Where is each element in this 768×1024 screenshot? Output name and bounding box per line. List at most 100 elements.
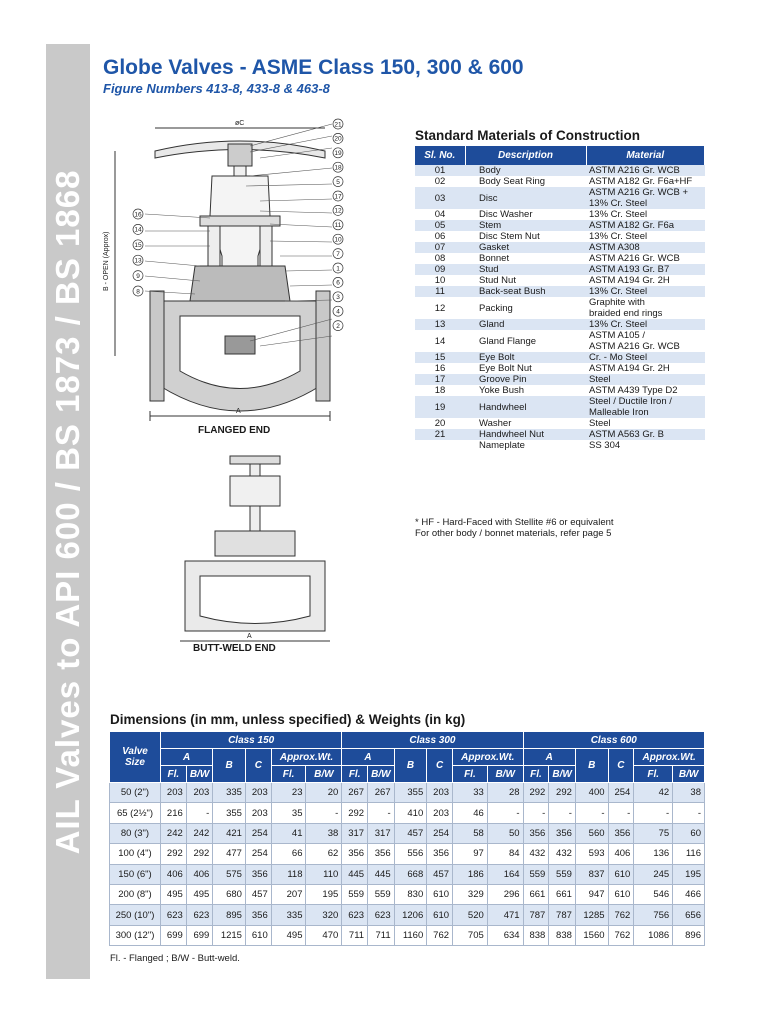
col-b: B <box>393 748 428 783</box>
value-cell: 267 <box>341 781 369 804</box>
callout-circle <box>332 133 344 144</box>
value-cell: - <box>574 802 609 824</box>
value-cell: 838 <box>548 924 576 947</box>
value-cell: 28 <box>486 781 524 804</box>
caption-flanged: FLANGED END <box>198 425 271 436</box>
value-cell: 623 <box>160 904 187 926</box>
callout-number: 18 <box>334 165 342 172</box>
value-cell: 830 <box>393 883 428 906</box>
material-cell: Cr. - Mo Steel <box>586 352 705 363</box>
callout-circle <box>332 320 344 331</box>
material-cell: ASTM A182 Gr. F6a+HF <box>586 176 705 187</box>
dimensions-table: Valve Size Class 150 Class 300 Class 600… <box>109 731 706 947</box>
material-cell: Steel <box>586 418 705 429</box>
col-a-fl: Fl. <box>341 765 369 783</box>
value-cell: 335 <box>212 781 246 804</box>
value-cell: 23 <box>270 781 307 804</box>
col-b: B <box>574 748 609 783</box>
value-cell: 575 <box>212 863 246 885</box>
value-cell: 254 <box>607 781 635 804</box>
material-cell: ASTM A194 Gr. 2H <box>586 363 705 374</box>
value-cell: 38 <box>672 781 705 804</box>
col-material: Material <box>586 146 705 165</box>
value-cell: 495 <box>185 883 214 906</box>
value-cell: 470 <box>305 924 343 947</box>
sl-no-cell: 12 <box>415 297 465 319</box>
value-cell: 421 <box>212 822 246 845</box>
sl-no-cell: 09 <box>415 264 465 275</box>
col-wt-fl: Fl. <box>270 765 307 783</box>
description-cell: Disc <box>465 187 586 209</box>
col-wt-bw: B/W <box>486 765 524 783</box>
materials-notes: * HF - Hard-Faced with Stellite #6 or eq… <box>415 517 614 539</box>
col-wt-fl: Fl. <box>633 765 674 783</box>
left-flange <box>149 290 165 402</box>
value-cell: 756 <box>633 904 674 926</box>
value-cell: 186 <box>452 863 488 885</box>
description-cell: Handwheel Nut <box>465 429 586 440</box>
callout-number: 2 <box>336 323 340 330</box>
callout-number: 5 <box>336 179 340 186</box>
value-cell: 495 <box>270 924 307 947</box>
description-cell: Gasket <box>465 242 586 253</box>
callout-circle <box>332 277 344 288</box>
valve-size-cell: 250 (10") <box>109 904 161 926</box>
value-cell: 356 <box>522 822 550 845</box>
sl-no-cell: 16 <box>415 363 465 374</box>
value-cell: 356 <box>367 843 395 865</box>
col-approx-wt: Approx.Wt. <box>452 748 524 766</box>
value-cell: 356 <box>244 863 272 885</box>
callout-number: 10 <box>334 237 342 244</box>
value-cell: 58 <box>452 822 488 845</box>
materials-heading: Standard Materials of Construction <box>415 128 641 143</box>
col-valve-size: Valve Size <box>109 731 161 783</box>
value-cell: 947 <box>574 883 609 906</box>
description-cell: Yoke Bush <box>465 385 586 396</box>
value-cell: 520 <box>452 904 488 926</box>
value-cell: 610 <box>607 863 635 885</box>
value-cell: 329 <box>452 883 488 906</box>
value-cell: 41 <box>270 822 307 845</box>
value-cell: 356 <box>607 822 635 845</box>
callout-number: 8 <box>136 288 140 295</box>
valve-drawing: øC A B - OPEN (Approx) A 212019185171211… <box>103 118 344 642</box>
valve-size-cell: 150 (6") <box>109 863 161 885</box>
value-cell: 610 <box>426 883 454 906</box>
value-cell: - <box>486 802 524 824</box>
value-cell: 787 <box>548 904 576 926</box>
col-b: B <box>212 748 246 783</box>
callout-number: 11 <box>335 222 342 229</box>
value-cell: 896 <box>672 924 705 947</box>
value-cell: 787 <box>522 904 550 926</box>
value-cell: 355 <box>393 781 428 804</box>
col-wt-bw: B/W <box>305 765 343 783</box>
value-cell: 1215 <box>212 924 246 947</box>
value-cell: 292 <box>522 781 550 804</box>
value-cell: 634 <box>486 924 524 947</box>
sl-no-cell: 20 <box>415 418 465 429</box>
sl-no-cell: 19 <box>415 396 465 418</box>
value-cell: 559 <box>367 883 395 906</box>
value-cell: 46 <box>452 802 488 824</box>
description-cell: Back-seat Bush <box>465 286 586 297</box>
value-cell: 164 <box>486 863 524 885</box>
value-cell: 60 <box>672 822 705 845</box>
value-cell: 623 <box>367 904 395 926</box>
callout-number: 12 <box>334 208 342 215</box>
value-cell: 593 <box>574 843 609 865</box>
value-cell: 356 <box>244 904 272 926</box>
sl-no-cell <box>415 440 465 451</box>
callout-circle <box>132 285 144 297</box>
value-cell: 559 <box>341 883 369 906</box>
